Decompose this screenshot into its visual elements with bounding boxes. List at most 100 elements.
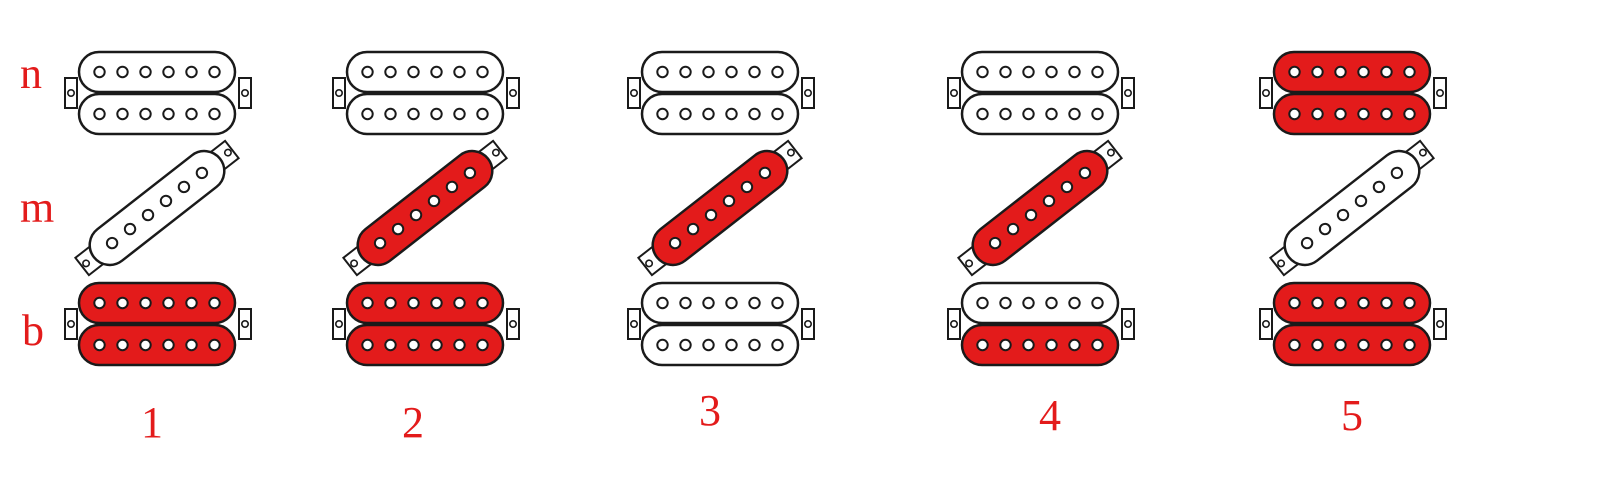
pole-piece [1334,338,1347,352]
screw-hole [223,148,232,157]
pole-piece [384,338,397,352]
pole-piece [1380,107,1393,121]
pole-piece [1334,107,1347,121]
pole-piece [93,107,106,121]
pole-piece [430,65,443,79]
screw-hole [508,89,517,98]
neck-humbucker-coil-1 [345,50,505,94]
pole-piece [679,338,692,352]
pole-piece [748,107,761,121]
pole-piece [1068,296,1081,310]
pole-piece [1022,338,1035,352]
pole-piece [1403,338,1416,352]
pole-piece [139,107,152,121]
screw-hole [334,89,343,98]
row-label-neck: n [20,49,42,98]
screw-hole [1436,89,1445,98]
pole-piece [1045,296,1058,310]
pole-piece [407,296,420,310]
bridge-humbucker-coil-2-active [1272,323,1432,367]
pole-piece [999,107,1012,121]
pole-piece [1318,222,1332,236]
pole-piece [1288,107,1301,121]
middle-single-coil-group [1268,139,1436,277]
pole-piece [139,296,152,310]
bridge-humbucker-coil-1-active [77,281,237,325]
pole-piece [725,338,738,352]
pole-piece [208,65,221,79]
bridge-humbucker-coil-2 [640,323,800,367]
pole-piece [1311,65,1324,79]
pole-piece [1357,107,1370,121]
pole-piece [704,208,718,222]
pole-piece [373,236,387,250]
pole-piece [141,208,155,222]
screw-hole [949,319,958,328]
pole-piece [1357,65,1370,79]
pole-piece [476,296,489,310]
pole-piece [1357,338,1370,352]
pole-piece [93,338,106,352]
screw-hole [491,148,500,157]
pole-piece [748,65,761,79]
pole-piece [1336,208,1350,222]
pole-piece [208,338,221,352]
pole-piece [702,296,715,310]
screw-hole [334,319,343,328]
pole-piece [748,338,761,352]
pole-piece [1068,338,1081,352]
pole-piece [679,107,692,121]
pole-piece [1045,338,1058,352]
pole-piece [999,65,1012,79]
middle-single-coil-active [971,149,1109,267]
pole-piece [748,296,761,310]
pole-piece [1288,65,1301,79]
switch-position-1: 1 [64,50,252,447]
pole-piece [177,180,191,194]
pole-piece [476,107,489,121]
pole-piece [999,338,1012,352]
neck-humbucker-coil-1-active [1272,50,1432,94]
pole-piece [1022,65,1035,79]
pole-piece [725,65,738,79]
pole-piece [722,194,736,208]
pole-piece [162,107,175,121]
pole-piece [656,296,669,310]
pole-piece [208,296,221,310]
middle-single-coil-active [356,149,494,267]
position-label-3: 3 [699,386,721,435]
pole-piece [1288,296,1301,310]
pole-piece [656,65,669,79]
pole-piece [185,65,198,79]
screw-hole [965,259,974,268]
switch-position-4: 4 [947,50,1135,440]
screw-hole [803,89,812,98]
pole-piece [1045,65,1058,79]
pole-piece [116,338,129,352]
pole-piece [771,338,784,352]
screw-hole [67,319,76,328]
pole-piece [1380,296,1393,310]
pole-piece [93,65,106,79]
pole-piece [702,107,715,121]
pole-piece [185,338,198,352]
pole-piece [1022,107,1035,121]
screw-hole [645,259,654,268]
pole-piece [162,65,175,79]
pole-piece [384,296,397,310]
pole-piece [668,236,682,250]
pole-piece [1403,65,1416,79]
pole-piece [116,107,129,121]
pole-piece [476,65,489,79]
pole-piece [1024,208,1038,222]
pole-piece [656,107,669,121]
middle-single-coil [88,149,226,267]
pole-piece [1311,338,1324,352]
pole-piece [162,338,175,352]
pole-piece [195,166,209,180]
pole-piece [139,338,152,352]
pole-piece [679,296,692,310]
pole-piece [430,338,443,352]
neck-humbucker-coil-2 [960,92,1120,136]
pole-piece [407,338,420,352]
